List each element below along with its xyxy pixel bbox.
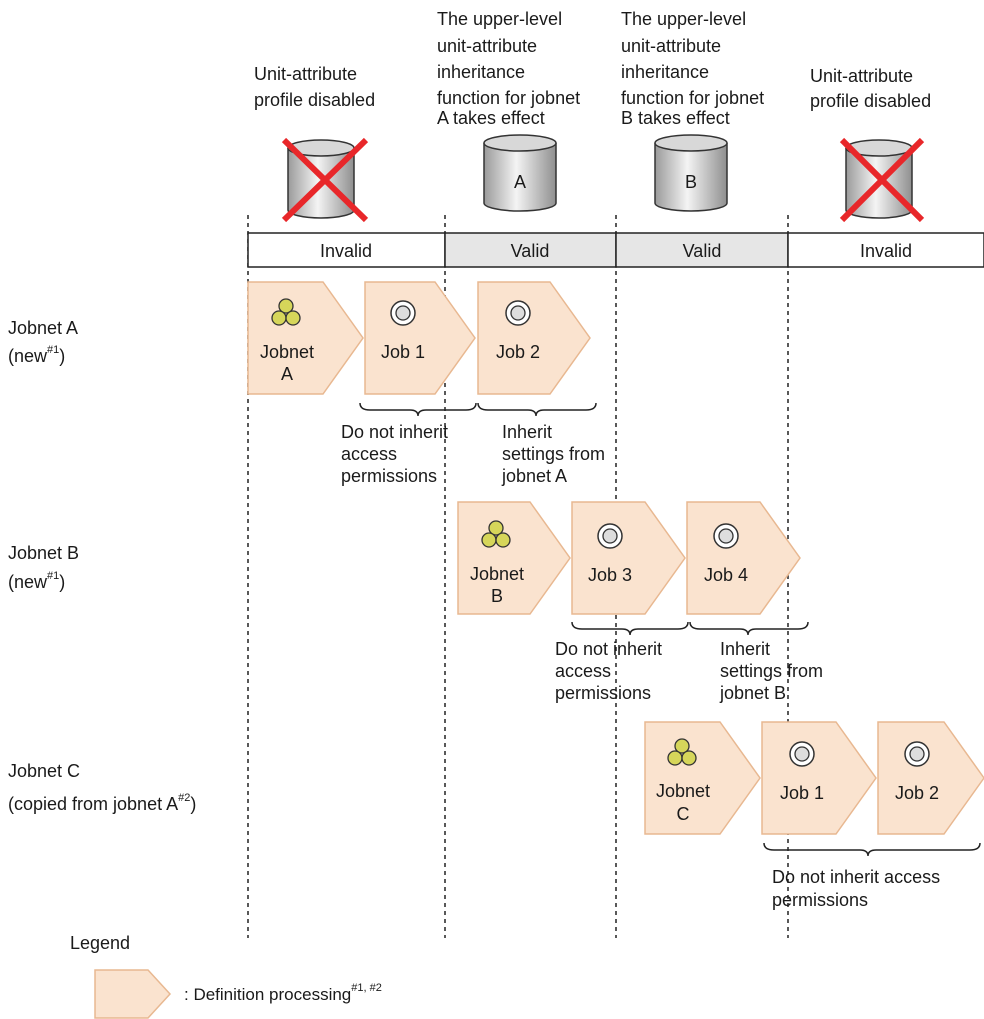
note-b-inherit: Inherit settings from jobnet B — [719, 639, 823, 703]
svg-text:(copied from jobnet A#2): (copied from jobnet A#2) — [8, 792, 196, 814]
svg-text:The upper-level: The upper-level — [621, 9, 746, 29]
legend: Legend : Definition processing#1, #2 — [70, 933, 382, 1019]
unit-jobnet-a: Jobnet A — [247, 281, 364, 395]
svg-text:Jobnet B: Jobnet B — [8, 543, 79, 563]
database-disabled-icon — [839, 137, 925, 223]
job-icon — [904, 741, 930, 767]
svg-text:settings from: settings from — [502, 444, 605, 464]
unit-job-2: Job 2 — [877, 721, 984, 835]
svg-text:B takes effect: B takes effect — [621, 108, 730, 128]
unit-job-1: Job 1 — [761, 721, 877, 835]
job-icon — [390, 300, 416, 326]
svg-text:Jobnet: Jobnet — [656, 781, 710, 801]
svg-text:unit-attribute: unit-attribute — [621, 36, 721, 56]
svg-text:permissions: permissions — [341, 466, 437, 486]
svg-text:Jobnet C: Jobnet C — [8, 761, 80, 781]
status-bar: Invalid Valid Valid Invalid — [247, 232, 984, 268]
svg-text:A: A — [514, 172, 526, 192]
row-label-jobnet-b: Jobnet B (new#1) — [8, 543, 79, 592]
svg-text:Job 2: Job 2 — [895, 783, 939, 803]
svg-text:inheritance: inheritance — [621, 62, 709, 82]
svg-text:permissions: permissions — [555, 683, 651, 703]
svg-text:Jobnet: Jobnet — [260, 342, 314, 362]
database-a-icon: A — [483, 134, 557, 212]
row-label-jobnet-c: Jobnet C (copied from jobnet A#2) — [8, 761, 196, 814]
unit-job-3: Job 3 — [571, 501, 686, 615]
job-icon — [713, 523, 739, 549]
svg-text:Unit-attribute: Unit-attribute — [810, 66, 913, 86]
jobnet-icon — [481, 520, 511, 548]
svg-text:Job 1: Job 1 — [780, 783, 824, 803]
svg-text:The upper-level: The upper-level — [437, 9, 562, 29]
brace — [359, 402, 597, 417]
jobnet-icon — [667, 738, 697, 766]
note-a-inherit: Inherit settings from jobnet A — [501, 422, 605, 486]
svg-text:access: access — [341, 444, 397, 464]
header-col2-text: The upper-level unit-attribute inheritan… — [437, 9, 580, 128]
svg-text:(new#1): (new#1) — [8, 570, 65, 592]
svg-text:function for jobnet: function for jobnet — [437, 88, 580, 108]
note-c-no-inherit: Do not inherit access permissions — [772, 867, 940, 910]
svg-text:Jobnet A: Jobnet A — [8, 318, 78, 338]
svg-text:profile disabled: profile disabled — [810, 91, 931, 111]
svg-text:settings from: settings from — [720, 661, 823, 681]
unit-jobnet-b: Jobnet B — [457, 501, 571, 615]
svg-text:Inherit: Inherit — [720, 639, 770, 659]
status-invalid: Invalid — [860, 241, 912, 261]
svg-text:jobnet B: jobnet B — [719, 683, 786, 703]
unit-job-4: Job 4 — [686, 501, 801, 615]
note-b-no-inherit: Do not inherit access permissions — [555, 639, 662, 703]
svg-text:Job 3: Job 3 — [588, 565, 632, 585]
job-icon — [789, 741, 815, 767]
svg-text:access: access — [555, 661, 611, 681]
row-label-jobnet-a: Jobnet A (new#1) — [8, 318, 78, 366]
svg-text:Job 2: Job 2 — [496, 342, 540, 362]
svg-text:function for jobnet: function for jobnet — [621, 88, 764, 108]
jobnet-icon — [271, 298, 301, 326]
legend-unit-shape — [94, 969, 172, 1019]
svg-text:C: C — [677, 804, 690, 824]
brace — [571, 621, 809, 636]
svg-text:profile disabled: profile disabled — [254, 90, 375, 110]
svg-text:B: B — [685, 172, 697, 192]
svg-text:(new#1): (new#1) — [8, 344, 65, 366]
svg-text:permissions: permissions — [772, 890, 868, 910]
svg-text:Do not inherit: Do not inherit — [555, 639, 662, 659]
svg-text:Job 4: Job 4 — [704, 565, 748, 585]
brace — [763, 842, 981, 857]
header-col3-text: The upper-level unit-attribute inheritan… — [621, 9, 764, 128]
status-invalid: Invalid — [320, 241, 372, 261]
note-a-no-inherit: Do not inherit access permissions — [341, 422, 448, 486]
database-disabled-icon — [281, 137, 369, 223]
svg-text:Inherit: Inherit — [502, 422, 552, 442]
status-valid: Valid — [683, 241, 722, 261]
svg-text:jobnet A: jobnet A — [501, 466, 567, 486]
svg-text:Do not inherit access: Do not inherit access — [772, 867, 940, 887]
header-col1-text: Unit-attribute profile disabled — [254, 64, 375, 110]
svg-text:inheritance: inheritance — [437, 62, 525, 82]
unit-job-1: Job 1 — [364, 281, 476, 395]
svg-text:A takes effect: A takes effect — [437, 108, 545, 128]
svg-text:A: A — [281, 364, 293, 384]
svg-text:B: B — [491, 586, 503, 606]
svg-text:unit-attribute: unit-attribute — [437, 36, 537, 56]
svg-text:Do not inherit: Do not inherit — [341, 422, 448, 442]
status-valid: Valid — [511, 241, 550, 261]
legend-title: Legend — [70, 933, 130, 953]
svg-text:Job 1: Job 1 — [381, 342, 425, 362]
header-col4-text: Unit-attribute profile disabled — [810, 66, 931, 111]
unit-job-2: Job 2 — [477, 281, 591, 395]
legend-text: : Definition processing#1, #2 — [184, 982, 382, 1004]
job-icon — [597, 523, 623, 549]
database-b-icon: B — [654, 134, 728, 212]
svg-text:Jobnet: Jobnet — [470, 564, 524, 584]
job-icon — [505, 300, 531, 326]
unit-jobnet-c: Jobnet C — [644, 721, 761, 835]
svg-text:Unit-attribute: Unit-attribute — [254, 64, 357, 84]
